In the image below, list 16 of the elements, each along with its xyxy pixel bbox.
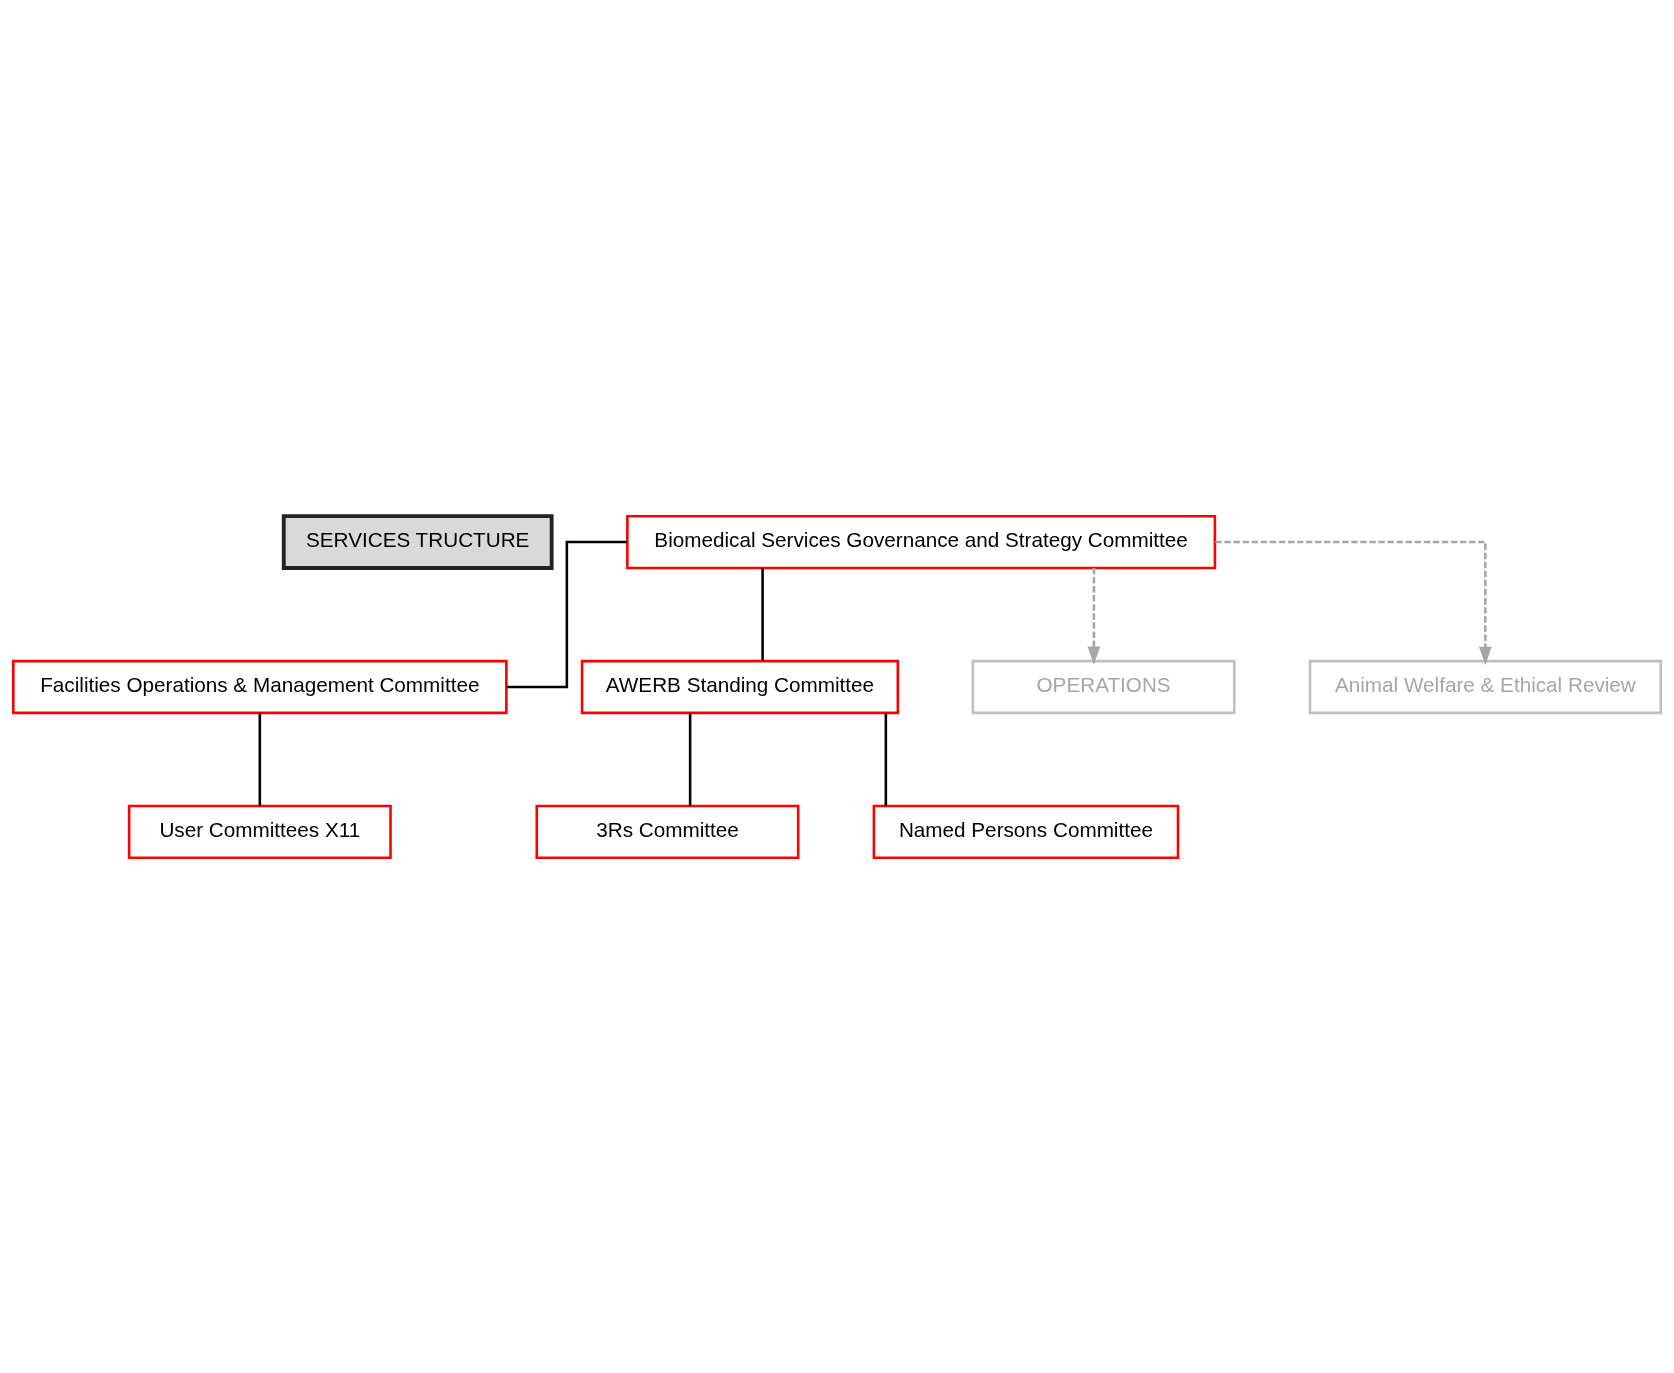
- node-box: User Committees X11: [127, 804, 392, 859]
- node-box: 3Rs Committee: [535, 804, 800, 859]
- node-box: OPERATIONS: [971, 659, 1236, 714]
- connector: [761, 567, 764, 661]
- connector: [258, 712, 262, 806]
- arrow: [1215, 540, 1492, 665]
- node-box: Animal Welfare & Ethical Review: [1308, 659, 1662, 714]
- node-box: SERVICES TRUCTURE: [281, 513, 554, 570]
- node-box: Biomedical Services Governance and Strategy Committee: [626, 514, 1217, 569]
- connector: [506, 540, 628, 688]
- node-box: AWERB Standing Committee: [580, 659, 900, 714]
- connector: [884, 712, 888, 806]
- node-box: Named Persons Committee: [872, 804, 1180, 859]
- arrow: [1087, 567, 1101, 665]
- node-box: Facilities Operations & Management Committee: [12, 659, 508, 714]
- connector: [688, 712, 692, 806]
